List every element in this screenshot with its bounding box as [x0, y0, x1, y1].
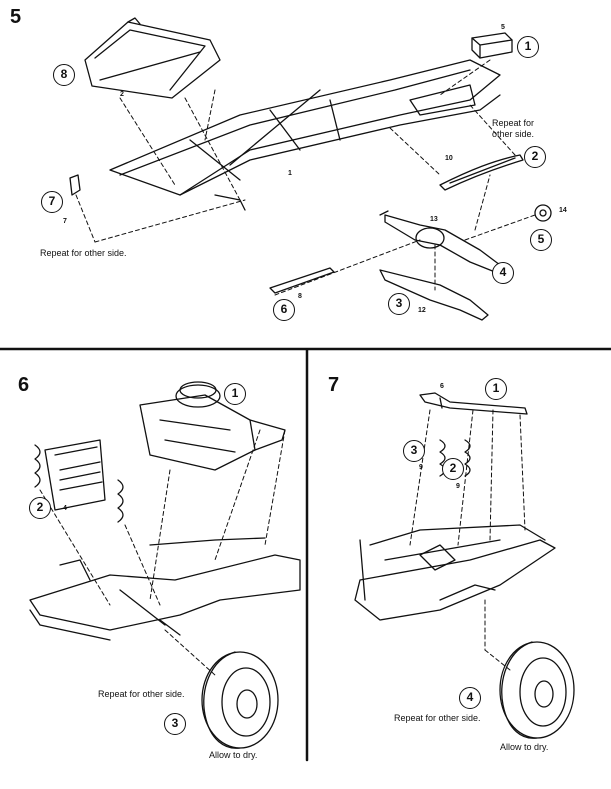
brake-disc-drawing	[534, 204, 552, 222]
block-drawing	[471, 32, 513, 59]
axle-cover-drawing	[379, 269, 489, 321]
callout-2: 2	[524, 146, 546, 168]
step-number: 7	[328, 374, 340, 396]
callout-3: 3	[403, 440, 425, 462]
part-number: 6	[440, 383, 444, 390]
callout-1: 1	[517, 36, 539, 58]
callout-3: 3	[164, 713, 186, 735]
dry-note: Allow to dry.	[500, 742, 549, 752]
sway-bar-drawing	[419, 392, 528, 415]
callout-6: 6	[273, 299, 295, 321]
left-spring-drawing	[34, 444, 41, 488]
callout-1: 1	[485, 378, 507, 400]
tire-drawing-step6	[201, 651, 279, 749]
spring-drawing-2	[464, 439, 471, 477]
part-number: 9	[456, 483, 460, 490]
part-number: 9	[419, 464, 423, 471]
rear-axle-drawing	[379, 210, 501, 273]
front-chassis-drawing	[29, 537, 301, 641]
step-number: 6	[18, 374, 30, 396]
engine-drawing	[139, 381, 286, 471]
part-number: 2	[120, 91, 124, 98]
part-number: 10	[445, 155, 453, 162]
crossmember-drawing	[84, 17, 221, 99]
right-spring-drawing	[117, 479, 124, 523]
step5-guide-lines	[75, 59, 536, 296]
part-number: 4	[63, 505, 67, 512]
part-number: 8	[298, 293, 302, 300]
leaf-spring-drawing	[439, 154, 524, 191]
callout-1: 1	[224, 383, 246, 405]
bracket-drawing	[69, 174, 81, 196]
callout-4: 4	[459, 687, 481, 709]
part-number: 5	[501, 24, 505, 31]
part-number: 1	[288, 170, 292, 177]
radiator-drawing	[44, 439, 106, 511]
callout-3: 3	[388, 293, 410, 315]
part-number: 13	[430, 216, 438, 223]
dry-note: Allow to dry.	[209, 750, 258, 760]
callout-2: 2	[442, 458, 464, 480]
callout-8: 8	[53, 64, 75, 86]
callout-2: 2	[29, 497, 51, 519]
repeat-note: Repeat for other side.	[98, 689, 185, 699]
callout-7: 7	[41, 191, 63, 213]
step6-guide-lines	[39, 429, 286, 676]
repeat-note: Repeat for other side.	[492, 118, 535, 139]
repeat-note: Repeat for other side.	[394, 713, 481, 723]
callout-4: 4	[492, 262, 514, 284]
callout-5: 5	[530, 229, 552, 251]
step-number: 5	[10, 6, 22, 28]
tire-drawing-step7	[499, 641, 575, 739]
rear-chassis-drawing	[354, 524, 556, 621]
part-number: 14	[559, 207, 567, 214]
part-number: 12	[418, 307, 426, 314]
step7-guide-lines	[409, 409, 526, 671]
repeat-note: Repeat for other side.	[40, 248, 127, 258]
chassis-frame-drawing	[109, 59, 501, 211]
part-number: 7	[63, 218, 67, 225]
driveshaft-drawing	[269, 267, 335, 294]
